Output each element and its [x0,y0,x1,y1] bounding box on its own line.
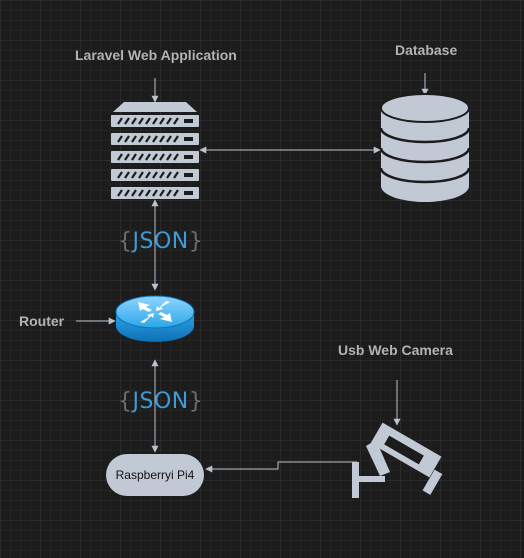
pi-label: Raspberryi Pi4 [115,468,195,482]
camera-pi-link [205,461,357,473]
json-text: JSON [132,389,189,414]
json-close-brace: } [188,389,204,414]
json-open-brace: { [118,229,133,254]
json-tag-top: {JSON} [118,229,203,254]
router-icon [115,295,195,342]
server-icon [111,102,199,199]
json-tag-bottom: {JSON} [118,389,203,414]
camera-icon [352,422,443,498]
json-open-brace: { [118,389,133,414]
camera-label: Usb Web Camera [338,342,453,358]
database-icon [379,93,471,202]
database-label: Database [395,42,458,58]
json-close-brace: } [188,229,204,254]
raspberry-pi-node: Raspberryi Pi4 [106,454,204,496]
json-text: JSON [132,229,189,254]
connectors [76,73,429,473]
router-label: Router [19,313,65,329]
web-app-label: Laravel Web Application [75,47,237,63]
